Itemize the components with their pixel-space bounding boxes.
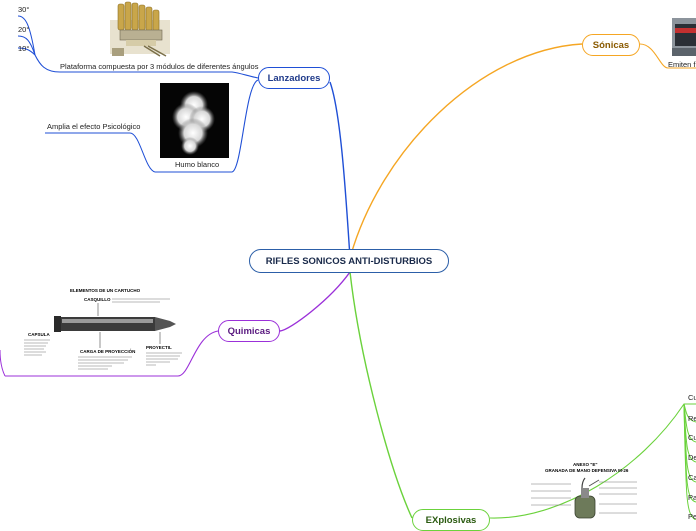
leaf-angle-10[interactable]: 10° xyxy=(18,44,30,53)
leaf-humo-blanco[interactable]: Humo blanco xyxy=(175,160,220,169)
leaf-angle-20[interactable]: 20° xyxy=(18,25,30,34)
cartridge-carga: CARGA DE PROYECCIÓN xyxy=(80,347,135,354)
cartridge-title: ELEMENTOS DE UN CARTUCHO xyxy=(70,288,141,293)
cartridge-casquillo: CASQUILLO xyxy=(84,297,111,302)
central-topic-label: RIFLES SONICOS ANTI-DISTURBIOS xyxy=(265,255,433,267)
leaf-explosivas-4[interactable]: De xyxy=(688,453,696,462)
leaf-explosivas-3[interactable]: Cu xyxy=(688,433,696,442)
sonic-device-image xyxy=(672,18,696,56)
branch-quimicas-label: Quimicas xyxy=(227,325,271,337)
branch-explosivas-label: EXplosivas xyxy=(425,514,477,526)
branch-explosivas-node[interactable]: EXplosivas xyxy=(412,509,490,531)
leaf-explosivas-1[interactable]: Cu xyxy=(688,393,696,402)
connector-lines xyxy=(0,15,696,520)
cartridge-proyectil: PROYECTIL xyxy=(146,345,172,350)
leaf-explosivas-6[interactable]: Pa xyxy=(688,493,696,502)
leaf-emiten-frecuencias[interactable]: Emiten fre xyxy=(668,60,696,69)
grenade-title-1: ANEXO "E" xyxy=(573,462,598,467)
central-topic-node[interactable]: RIFLES SONICOS ANTI-DISTURBIOS xyxy=(249,249,449,273)
branch-sonicas-node[interactable]: Sónicas xyxy=(582,34,640,56)
leaf-explosivas-2[interactable]: Re xyxy=(688,414,696,423)
cartridge-diagram-image: ELEMENTOS DE UN CARTUCHO CASQUILLO CAPSU… xyxy=(20,285,200,370)
branch-sonicas-label: Sónicas xyxy=(592,39,630,51)
branch-quimicas-node[interactable]: Quimicas xyxy=(218,320,280,342)
launcher-image xyxy=(100,0,180,58)
branch-lanzadores-label: Lanzadores xyxy=(267,72,321,84)
grenade-title-2: GRANADA DE MANO DEFENSIVA M-26 xyxy=(545,468,629,473)
cartridge-capsula: CAPSULA xyxy=(28,332,51,337)
white-smoke-image xyxy=(160,83,229,158)
grenade-diagram-image: ANEXO "E" GRANADA DE MANO DEFENSIVA M-26 xyxy=(525,458,645,520)
leaf-amplia-efecto[interactable]: Amplia el efecto Psicológico xyxy=(47,122,141,131)
leaf-plataforma[interactable]: Plataforma compuesta por 3 módulos de di… xyxy=(60,62,259,71)
leaf-explosivas-7[interactable]: Pe xyxy=(688,512,696,521)
leaf-explosivas-5[interactable]: Ca xyxy=(688,473,696,482)
leaf-angle-30[interactable]: 30° xyxy=(18,5,30,14)
branch-lanzadores-node[interactable]: Lanzadores xyxy=(258,67,330,89)
